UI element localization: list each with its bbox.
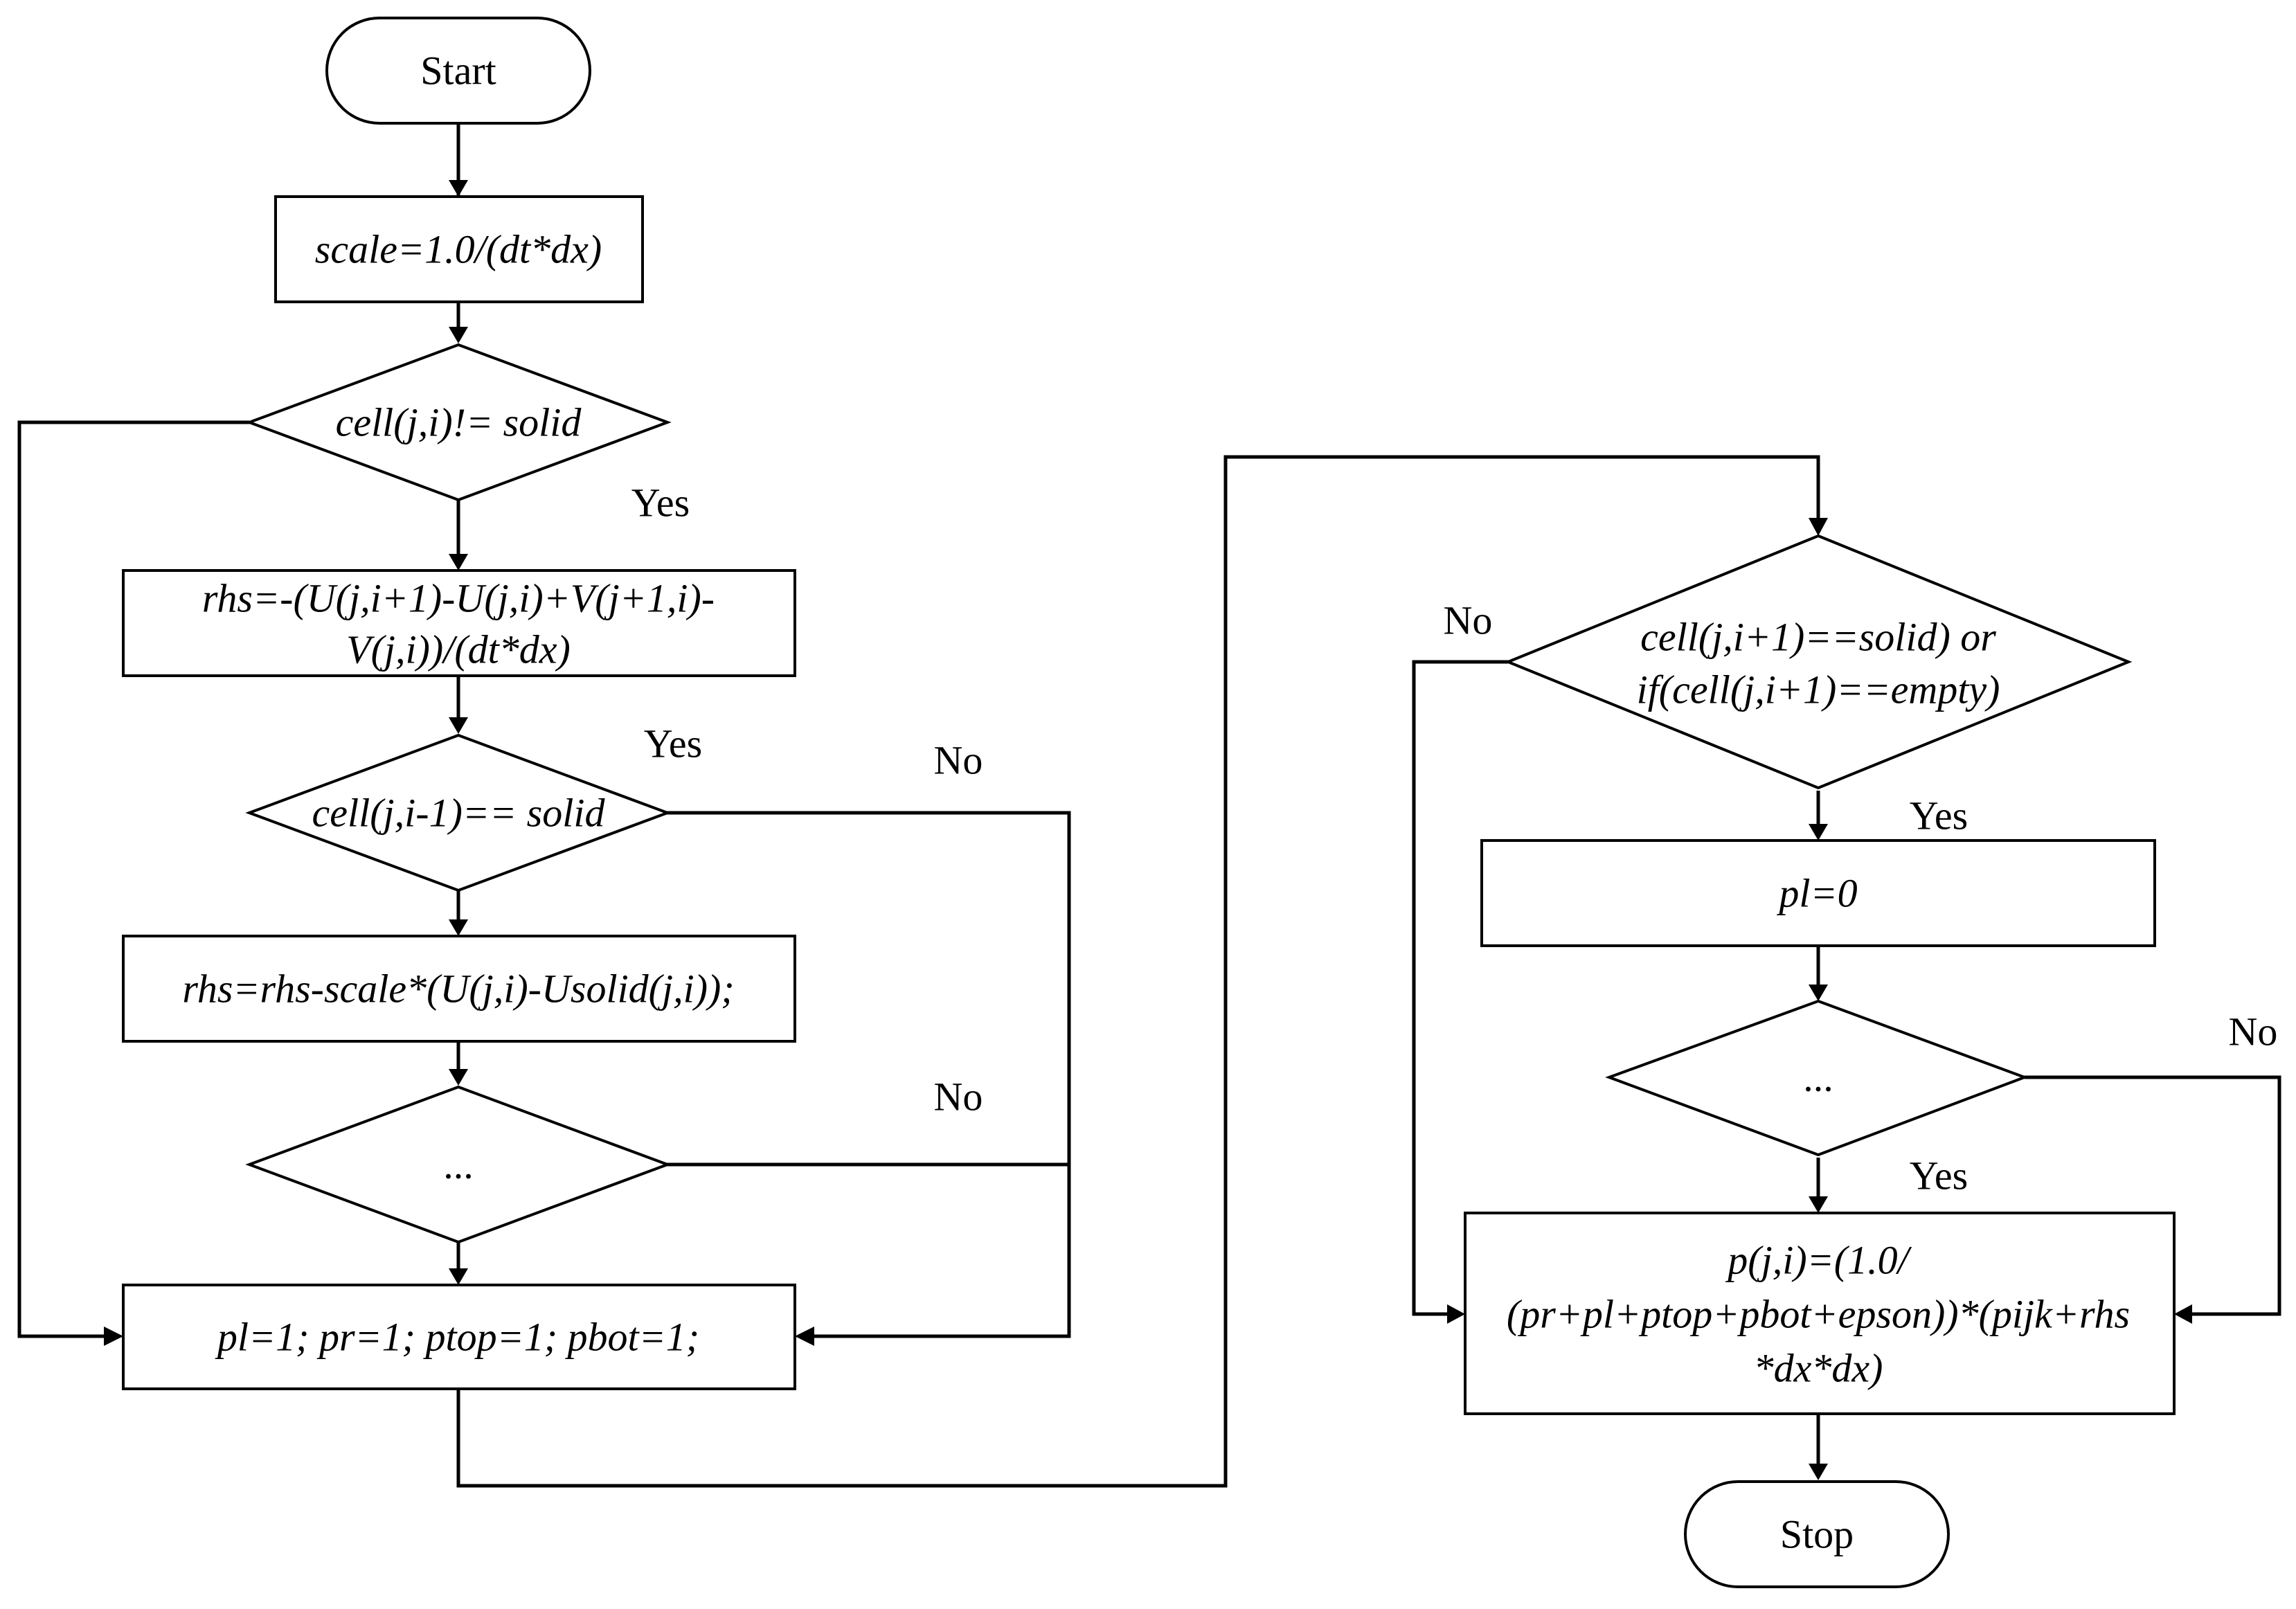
- rhs-update-label: rhs=rhs-scale*(U(j,i)-Usolid(j,i));: [182, 967, 734, 1012]
- no-path-left-solid: [666, 811, 1071, 1338]
- arrowhead-p-calc: [1809, 1196, 1828, 1213]
- arrowhead-stop: [1809, 1464, 1828, 1480]
- left-ellipsis-decision: ...: [245, 1085, 672, 1244]
- right-ellipsis-decision: ...: [1605, 999, 2029, 1157]
- no-label-left-solid: No: [934, 738, 983, 783]
- arrow-p-init-to-right: [456, 455, 1820, 1488]
- scale-label: scale=1.0/(dt*dx): [315, 227, 602, 272]
- not-solid-decision: cell(j,i)!= solid: [245, 343, 672, 502]
- yes-label-right-decision: Yes: [1910, 793, 1968, 838]
- yes-label-left-solid: Yes: [644, 721, 702, 766]
- pl-zero-box: [1480, 839, 2156, 947]
- yes-label-not-solid: Yes: [631, 480, 690, 525]
- arrowhead-no-right-ellipsis: [2174, 1304, 2192, 1324]
- right-decision-line-2: if(cell(j,i+1)==empty): [1637, 667, 2000, 712]
- arrowhead-pl-zero: [1809, 824, 1828, 841]
- arrowhead-left-solid: [449, 717, 468, 734]
- not-solid-diamond: [245, 343, 672, 502]
- arrowhead-no-not-solid: [104, 1327, 123, 1346]
- start-terminal: Start: [325, 17, 591, 125]
- left-ellipsis-label: ...: [443, 1142, 474, 1187]
- branch-labels: Yes Yes No No No Yes No Yes: [631, 480, 2278, 1198]
- pl-zero-process: pl=0: [1480, 839, 2156, 947]
- right-decision: cell(j,i+1)==solid) or if(cell(j,i+1)==e…: [1504, 534, 2133, 790]
- right-ellipsis-diamond: [1605, 999, 2029, 1157]
- rhs-update-process: rhs=rhs-scale*(U(j,i)-Usolid(j,i));: [122, 935, 796, 1043]
- p-calc-line-1: p(j,i)=(1.0/: [1725, 1238, 1912, 1283]
- p-init-process: pl=1; pr=1; ptop=1; pbot=1;: [122, 1284, 796, 1390]
- left-solid-label: cell(j,i-1)== solid: [312, 791, 606, 836]
- no-label-right-decision: No: [1444, 598, 1493, 643]
- start-shape: [325, 17, 591, 125]
- p-init-box: [122, 1284, 796, 1390]
- no-label-right-ellipsis: No: [2229, 1009, 2278, 1054]
- p-calc-box: [1464, 1212, 2176, 1415]
- arrowhead-right-decision: [1809, 518, 1828, 536]
- scale-box: [274, 195, 644, 303]
- arrowhead-left-ellipsis: [449, 1069, 468, 1086]
- rhs-label-line-1: rhs=-(U(j,i+1)-U(j,i)+V(j+1,i)-: [202, 576, 715, 621]
- not-solid-label: cell(j,i)!= solid: [336, 400, 582, 445]
- no-path-right-decision: [1412, 660, 1508, 1316]
- connectors: [17, 123, 2281, 1488]
- arrowhead-right-ellipsis: [1809, 985, 1828, 1001]
- stop-terminal: Stop: [1684, 1480, 1950, 1588]
- stop-shape: [1684, 1480, 1950, 1588]
- p-init-label: pl=1; pr=1; ptop=1; pbot=1;: [215, 1315, 699, 1360]
- left-solid-diamond: [245, 733, 672, 892]
- arrowhead-not-solid: [449, 327, 468, 343]
- right-decision-line-1: cell(j,i+1)==solid) or: [1640, 615, 1996, 660]
- p-calc-line-3: *dx*dx): [1754, 1346, 1883, 1391]
- p-calc-line-2: (pr+pl+ptop+pbot+epson))*(pijk+rhs: [1507, 1292, 2130, 1337]
- arrowhead-no-right-decision: [1447, 1304, 1465, 1324]
- yes-label-right-ellipsis: Yes: [1910, 1153, 1968, 1198]
- no-path-not-solid: [17, 420, 249, 1338]
- arrowhead-no-to-p-init: [795, 1327, 814, 1346]
- start-label: Start: [420, 48, 496, 93]
- no-path-right-ellipsis: [2025, 1075, 2281, 1316]
- scale-process: scale=1.0/(dt*dx): [274, 195, 644, 303]
- rhs-label-line-2: V(j,i))/(dt*dx): [346, 627, 571, 672]
- right-ellipsis-label: ...: [1803, 1055, 1833, 1100]
- arrowhead-p-init: [449, 1268, 468, 1285]
- arrowhead-update: [449, 919, 468, 936]
- arrowhead-scale: [449, 180, 468, 197]
- rhs-box: [122, 569, 796, 677]
- pl-zero-label: pl=0: [1776, 871, 1857, 916]
- stop-label: Stop: [1780, 1512, 1854, 1557]
- rhs-process: rhs=-(U(j,i+1)-U(j,i)+V(j+1,i)- V(j,i))/…: [122, 569, 796, 677]
- p-calc-process: p(j,i)=(1.0/ (pr+pl+ptop+pbot+epson))*(p…: [1464, 1212, 2176, 1415]
- left-ellipsis-diamond: [245, 1085, 672, 1244]
- arrowhead-rhs: [449, 554, 468, 570]
- right-decision-diamond: [1504, 534, 2133, 790]
- no-label-left-ellipsis: No: [934, 1075, 983, 1120]
- rhs-update-box: [122, 935, 796, 1043]
- left-solid-decision: cell(j,i-1)== solid: [245, 733, 672, 892]
